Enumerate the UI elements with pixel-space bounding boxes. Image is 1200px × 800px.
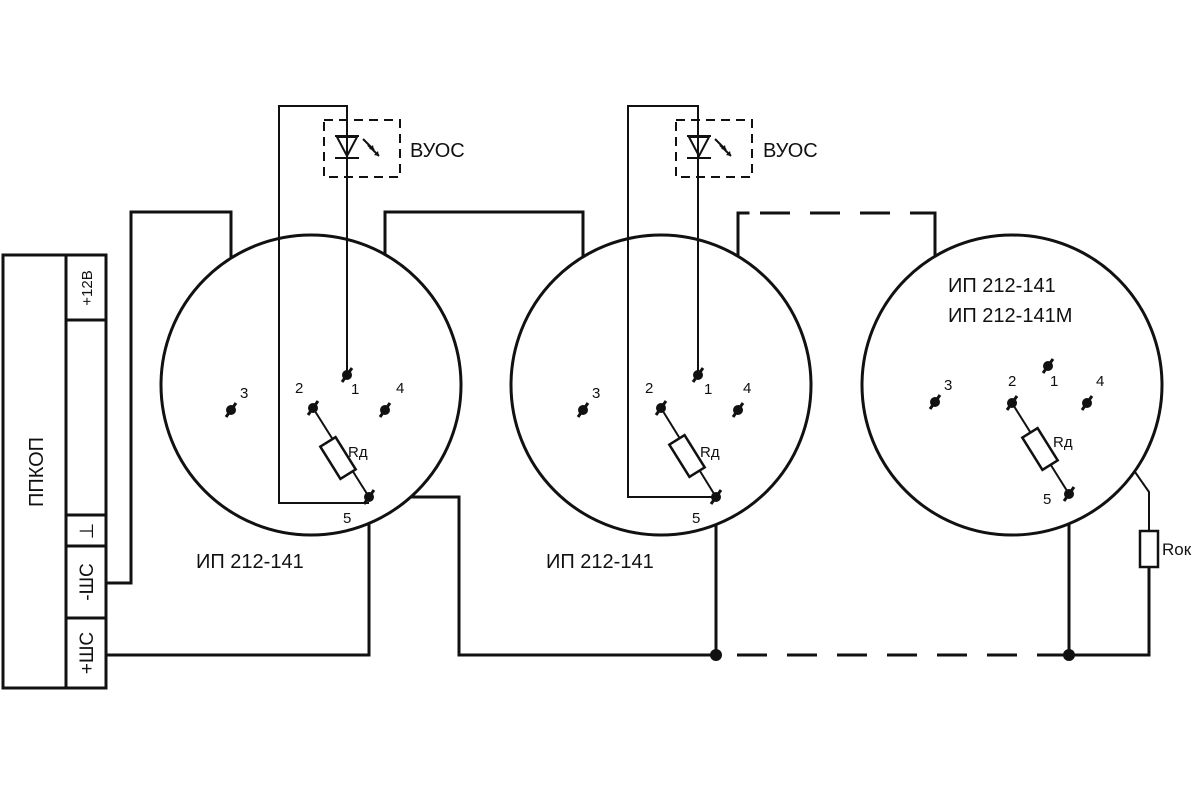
detector-3-terminal-1 — [1041, 358, 1055, 374]
detector-3-pin-5: 5 — [1043, 491, 1051, 508]
detector-1-terminal-3 — [224, 402, 238, 418]
indicator-1: ВУОС — [323, 119, 465, 178]
control-panel-body — [1, 253, 108, 690]
detector-2-pin-5: 5 — [692, 510, 700, 527]
detector-1-terminal-2 — [306, 400, 320, 416]
indicator-1-box — [323, 119, 401, 178]
detector-2: Rд 1 2 3 4 5 ИП 212-141 — [509, 105, 813, 573]
detector-3-model-line-1: ИП 212-141 — [948, 275, 1056, 297]
detector-1-housing — [159, 233, 463, 537]
detector-3-housing — [860, 233, 1164, 537]
detector-2-terminal-1 — [691, 367, 705, 383]
detector-1-pin-2: 2 — [295, 380, 303, 397]
detector-3: Rд 1 2 3 4 5 ИП 212-141 ИП 212-141М — [860, 233, 1164, 537]
detector-2-pin-3: 3 — [592, 385, 600, 402]
detector-3-terminal-4 — [1080, 395, 1094, 411]
led-icon — [335, 136, 359, 159]
end-resistor-label: Rок — [1162, 540, 1192, 559]
indicator-1-label: ВУОС — [410, 140, 465, 162]
detector-3-pin-2: 2 — [1008, 373, 1016, 390]
junction-node — [710, 649, 722, 661]
detector-2-pin-1: 1 — [704, 381, 712, 398]
indicator-2-label: ВУОС — [763, 140, 818, 162]
detector-2-terminal-2 — [654, 400, 668, 416]
terminal-plus12v: +12В — [79, 270, 96, 305]
detector-3-model-line-2: ИП 212-141М — [948, 305, 1072, 327]
detector-1-pin-4: 4 — [396, 380, 404, 397]
detector-1-pin-1: 1 — [351, 381, 359, 398]
detector-1-terminal-5 — [362, 489, 376, 505]
detector-1-resistor-label: Rд — [348, 444, 368, 461]
detector-3-pin-4: 4 — [1096, 373, 1104, 390]
junction-node — [1063, 649, 1075, 661]
led-icon — [687, 136, 711, 159]
detector-1: Rд 1 2 3 4 5 ИП 212-141 — [159, 105, 463, 573]
end-resistor-body — [1138, 529, 1160, 569]
indicator-2-box — [675, 119, 753, 178]
control-panel: ППКОП +12В ⊥ -ШС +ШС — [1, 253, 108, 690]
detector-1-pin-3: 3 — [240, 385, 248, 402]
detector-2-pin-2: 2 — [645, 380, 653, 397]
terminal-plus-loop: +ШС — [77, 632, 98, 674]
detector-2-terminal-4 — [731, 402, 745, 418]
detector-2-indicator-loop — [627, 105, 716, 498]
terminal-minus-loop: -ШС — [77, 563, 98, 600]
detector-1-terminal-1 — [340, 367, 354, 383]
detector-3-terminal-5 — [1062, 486, 1076, 502]
detector-2-housing — [509, 233, 813, 537]
detector-3-pin-3: 3 — [944, 377, 952, 394]
detector-2-resistor — [667, 433, 707, 479]
detector-2-pin-4: 4 — [743, 380, 751, 397]
detector-2-resistor-label: Rд — [700, 444, 720, 461]
wire-d1-pin5-return — [367, 495, 718, 657]
panel-name: ППКОП — [26, 437, 48, 507]
wire-plus-loop-d1 — [104, 495, 371, 657]
detector-3-terminal-3 — [928, 394, 942, 410]
detector-1-pin-5: 5 — [343, 510, 351, 527]
end-resistor: Rок — [1138, 529, 1192, 569]
detector-2-terminal-3 — [576, 402, 590, 418]
detector-2-terminal-5 — [709, 489, 723, 505]
detector-3-pin-1: 1 — [1050, 373, 1058, 390]
detector-2-model: ИП 212-141 — [546, 551, 654, 573]
detector-1-indicator-loop — [278, 105, 369, 504]
detector-3-resistor-label: Rд — [1053, 434, 1073, 451]
detector-1-resistor — [318, 435, 358, 481]
indicator-2: ВУОС — [675, 119, 818, 178]
detector-3-terminal-2 — [1005, 395, 1019, 411]
detector-3-resistor — [1020, 426, 1060, 472]
detector-1-terminal-4 — [378, 402, 392, 418]
detector-1-model: ИП 212-141 — [196, 551, 304, 573]
terminal-ground: ⊥ — [77, 523, 98, 540]
